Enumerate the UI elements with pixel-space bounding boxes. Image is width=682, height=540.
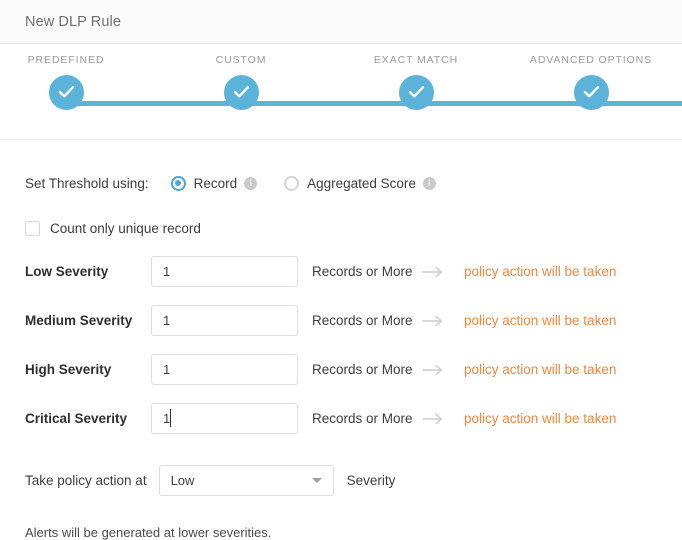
page-title: New DLP Rule: [25, 13, 122, 30]
critical-severity-input[interactable]: [151, 403, 298, 434]
severity-row-critical: Critical Severity Records or More policy…: [25, 403, 682, 434]
stepper-step-exact-match[interactable]: EXACT MATCH: [341, 54, 491, 110]
stepper-step-circle[interactable]: [573, 75, 609, 110]
stepper-step-circle[interactable]: [223, 75, 259, 110]
arrow-right-icon: [422, 315, 448, 327]
set-threshold-label: Set Threshold using:: [25, 175, 149, 191]
unique-record-label: Count only unique record: [50, 220, 201, 236]
radio-option-aggregated-score[interactable]: Aggregated Score i: [284, 175, 436, 191]
policy-action-suffix-label: Severity: [346, 473, 396, 488]
policy-action-selected-value: Low: [170, 473, 195, 488]
stepper-step-circle[interactable]: [398, 75, 434, 110]
threshold-form: Set Threshold using: Record i Aggregated…: [0, 173, 682, 540]
radio-record-label: Record: [193, 175, 238, 191]
arrow-right-icon: [422, 266, 448, 278]
radio-option-record[interactable]: Record i: [170, 175, 258, 191]
severity-input-wrapper[interactable]: [151, 403, 298, 434]
high-severity-input[interactable]: [151, 354, 298, 385]
severity-input-wrapper[interactable]: [151, 354, 298, 385]
severity-input-wrapper[interactable]: [151, 256, 298, 287]
severity-label: Low Severity: [25, 264, 109, 279]
stepper-step-label: PREDEFINED: [27, 54, 105, 66]
severity-unit-label: Records or More: [312, 362, 413, 377]
stepper-step-label: EXACT MATCH: [373, 54, 459, 66]
severity-action-text: policy action will be taken: [464, 313, 617, 328]
radio-record-input[interactable]: [170, 175, 186, 191]
severity-action-text: policy action will be taken: [464, 264, 617, 279]
stepper-step-custom[interactable]: CUSTOM: [166, 54, 316, 110]
severity-input-wrapper[interactable]: [151, 305, 298, 336]
severity-unit-label: Records or More: [312, 313, 413, 328]
severity-label: High Severity: [25, 362, 112, 377]
policy-action-row: Take policy action at Low Severity: [25, 465, 682, 496]
stepper-progress-line: [66, 101, 682, 106]
severity-row-low: Low Severity Records or More policy acti…: [25, 256, 682, 287]
wizard-stepper: PREDEFINED CUSTOM EXACT MATCH: [0, 44, 682, 140]
stepper-step-circle[interactable]: [48, 75, 84, 110]
chevron-down-icon: [311, 478, 322, 483]
info-icon[interactable]: i: [422, 176, 436, 190]
stepper-step-label: ADVANCED OPTIONS: [529, 54, 653, 66]
stepper-track: PREDEFINED CUSTOM EXACT MATCH: [0, 44, 682, 139]
radio-aggregated-score-input[interactable]: [284, 175, 300, 191]
low-severity-input[interactable]: [151, 256, 298, 287]
medium-severity-input[interactable]: [151, 305, 298, 336]
severity-unit-label: Records or More: [312, 264, 413, 279]
severity-row-medium: Medium Severity Records or More policy a…: [25, 305, 682, 336]
text-caret: [170, 409, 171, 427]
alerts-note: Alerts will be generated at lower severi…: [25, 525, 272, 540]
set-threshold-row: Set Threshold using: Record i Aggregated…: [25, 173, 682, 193]
arrow-right-icon: [422, 413, 448, 425]
severity-label: Critical Severity: [25, 411, 128, 426]
stepper-step-predefined[interactable]: PREDEFINED: [0, 54, 141, 110]
page-header: New DLP Rule: [0, 0, 682, 44]
arrow-right-icon: [422, 364, 448, 376]
severity-label: Medium Severity: [25, 313, 133, 328]
severity-row-high: High Severity Records or More policy act…: [25, 354, 682, 385]
info-icon[interactable]: i: [244, 176, 258, 190]
policy-action-severity-select[interactable]: Low: [158, 465, 334, 496]
radio-aggregated-score-label: Aggregated Score: [307, 175, 416, 191]
severity-unit-label: Records or More: [312, 411, 413, 426]
stepper-step-advanced-options[interactable]: ADVANCED OPTIONS: [516, 54, 666, 110]
unique-record-row[interactable]: Count only unique record: [25, 218, 682, 238]
severity-action-text: policy action will be taken: [464, 411, 617, 426]
unique-record-checkbox[interactable]: [25, 220, 40, 236]
severity-action-text: policy action will be taken: [464, 362, 617, 377]
policy-action-prefix-label: Take policy action at: [25, 473, 147, 488]
stepper-step-label: CUSTOM: [215, 54, 267, 66]
